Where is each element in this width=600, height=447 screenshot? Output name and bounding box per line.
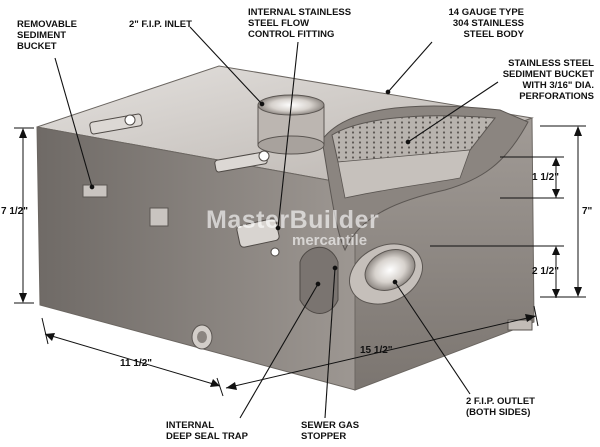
dim-bucket-depth: 1 1/2" (532, 172, 559, 183)
label-sewer-gas: SEWER GAS STOPPER (301, 420, 360, 442)
label-sediment-bucket: STAINLESS STEEL SEDIMENT BUCKET WITH 3/1… (502, 58, 594, 102)
latch-left (89, 113, 143, 135)
leader-inlet (189, 26, 263, 105)
deep-seal-trap (299, 246, 339, 314)
inlet-pipe-base (257, 135, 325, 155)
latch-center (214, 150, 270, 173)
leader-removable-bucket (54, 57, 93, 188)
dim-length: 15 1/2" (360, 345, 393, 356)
bracket-right (149, 207, 169, 227)
leader-sediment-bucket (407, 81, 499, 143)
dim-width: 11 1/2" (120, 358, 152, 369)
leader-sewer-gas (324, 267, 336, 419)
dim-outlet-height: 2 1/2" (532, 266, 559, 277)
bucket-wall (337, 149, 471, 199)
dim-line-width (44, 333, 221, 387)
drain-fitting-inner (197, 331, 207, 343)
dim-height-left: 7 1/2" (1, 206, 28, 217)
dim-line-length (225, 315, 537, 389)
label-inlet: 2" F.I.P. INLET (129, 19, 192, 30)
bracket-left (82, 184, 108, 198)
leader-deep-seal (239, 283, 319, 419)
leader-body (387, 41, 433, 93)
label-removable-bucket: REMOVABLE SEDIMENT BUCKET (17, 19, 77, 52)
label-body: 14 GAUGE TYPE 304 STAINLESS STEEL BODY (448, 7, 525, 40)
leader-outlet (394, 281, 471, 395)
watermark-sub: mercantile (292, 232, 368, 249)
watermark-brand: MasterBuilder (206, 206, 380, 234)
label-deep-seal: INTERNAL DEEP SEAL TRAP (166, 420, 249, 442)
side-latch (236, 218, 280, 257)
leader-flow-fitting (277, 41, 299, 229)
label-outlet: 2 F.I.P. OUTLET (BOTH SIDES) (466, 396, 535, 418)
dim-height-right: 7" (582, 206, 593, 217)
label-flow-fitting: INTERNAL STAINLESS STEEL FLOW CONTROL FI… (248, 7, 352, 40)
